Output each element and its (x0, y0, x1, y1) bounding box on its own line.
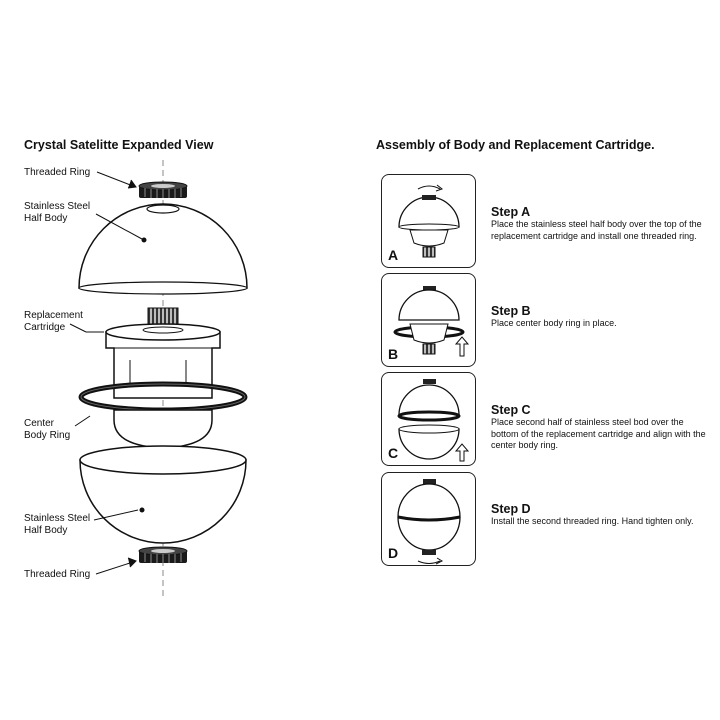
step-a-title: Step A (491, 205, 531, 219)
step-c-text: Step C Place second half of stainless st… (491, 403, 713, 452)
step-c-letter: C (388, 445, 399, 461)
step-d-illustration: D (381, 472, 476, 566)
step-b-letter: B (388, 346, 399, 362)
assembly-title: Assembly of Body and Replacement Cartrid… (376, 138, 655, 152)
step-a-text: Step A Place the stainless steel half bo… (491, 205, 713, 242)
bottom-threaded-ring (138, 546, 188, 563)
leader-lines (69, 171, 143, 575)
top-half-body (78, 203, 248, 295)
step-b-title: Step B (491, 304, 531, 318)
step-d-letter: D (388, 545, 399, 561)
step-c-illustration: C (381, 372, 476, 466)
step-a-description: Place the stainless steel half body over… (491, 219, 702, 241)
expanded-view-title: Crystal Satelitte Expanded View (24, 138, 214, 152)
bottom-half-body (79, 445, 247, 544)
step-b-text: Step B Place center body ring in place. (491, 304, 713, 330)
cartridge-lower-bowl (113, 409, 213, 449)
step-c-title: Step C (491, 403, 531, 417)
callout-half-body-bottom: Stainless Steel Half Body (24, 513, 91, 536)
callout-threaded-ring-bottom: Threaded Ring (24, 569, 91, 580)
step-a-letter: A (388, 247, 399, 263)
step-d-description: Install the second threaded ring. Hand t… (491, 516, 694, 526)
callout-threaded-ring-top: Threaded Ring (24, 167, 91, 178)
replacement-cartridge (105, 323, 221, 399)
step-b-illustration: B (381, 273, 476, 367)
callout-replacement-cartridge: Replacement Cartridge (24, 310, 83, 333)
step-d-title: Step D (491, 502, 531, 516)
step-d-text: Step D Install the second threaded ring.… (491, 502, 713, 528)
step-a-illustration: A (381, 174, 476, 268)
top-threaded-ring (138, 181, 188, 198)
callout-half-body-top: Stainless Steel Half Body (24, 201, 91, 224)
step-b-description: Place center body ring in place. (491, 318, 617, 328)
callout-center-body-ring: Center Body Ring (24, 418, 71, 441)
step-c-description: Place second half of stainless steel bod… (491, 417, 706, 450)
